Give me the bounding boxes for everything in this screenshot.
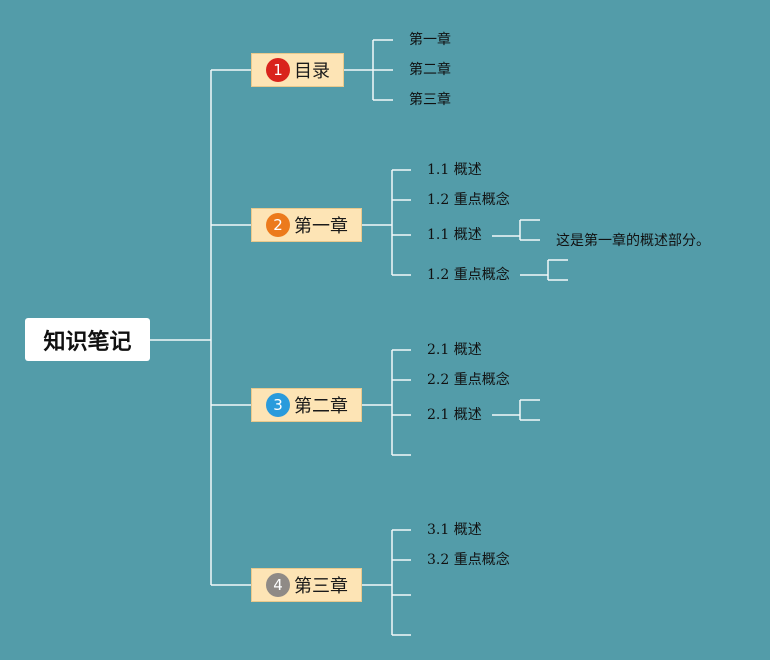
- number-badge: 2: [266, 213, 290, 237]
- leaf-node[interactable]: 3.1 概述: [427, 522, 482, 538]
- child-bracket: [343, 39, 393, 101]
- branch-node-chapter-1[interactable]: 2 第一章: [251, 208, 362, 242]
- branch-label: 第三章: [294, 576, 348, 597]
- root-node[interactable]: 知识笔记: [25, 318, 150, 361]
- leaf-node[interactable]: 第三章: [409, 92, 451, 108]
- number-badge: 3: [266, 393, 290, 417]
- leaf-node[interactable]: 3.2 重点概念: [427, 552, 510, 568]
- sub-bracket: [492, 219, 540, 241]
- child-bracket: [361, 349, 411, 456]
- note-node[interactable]: 这是第一章的概述部分。: [556, 233, 710, 249]
- branch-node-contents[interactable]: 1 目录: [251, 53, 344, 87]
- root-label: 知识笔记: [43, 329, 132, 355]
- branch-label: 第一章: [294, 216, 348, 237]
- child-bracket: [361, 169, 411, 276]
- leaf-node[interactable]: 1.2 重点概念: [427, 267, 510, 283]
- branch-node-chapter-2[interactable]: 3 第二章: [251, 388, 362, 422]
- child-bracket: [361, 529, 411, 636]
- leaf-node[interactable]: 1.2 重点概念: [427, 192, 510, 208]
- sub-bracket: [520, 259, 568, 281]
- leaf-node[interactable]: 2.1 概述: [427, 407, 482, 423]
- leaf-node[interactable]: 2.1 概述: [427, 342, 482, 358]
- leaf-node[interactable]: 第二章: [409, 62, 451, 78]
- branch-label: 目录: [294, 61, 330, 82]
- leaf-node[interactable]: 1.1 概述: [427, 162, 482, 178]
- leaf-node[interactable]: 1.1 概述: [427, 227, 482, 243]
- number-badge: 4: [266, 573, 290, 597]
- branch-node-chapter-3[interactable]: 4 第三章: [251, 568, 362, 602]
- leaf-node[interactable]: 2.2 重点概念: [427, 372, 510, 388]
- number-badge: 1: [266, 58, 290, 82]
- sub-bracket: [492, 399, 540, 421]
- leaf-node[interactable]: 第一章: [409, 32, 451, 48]
- branch-label: 第二章: [294, 396, 348, 417]
